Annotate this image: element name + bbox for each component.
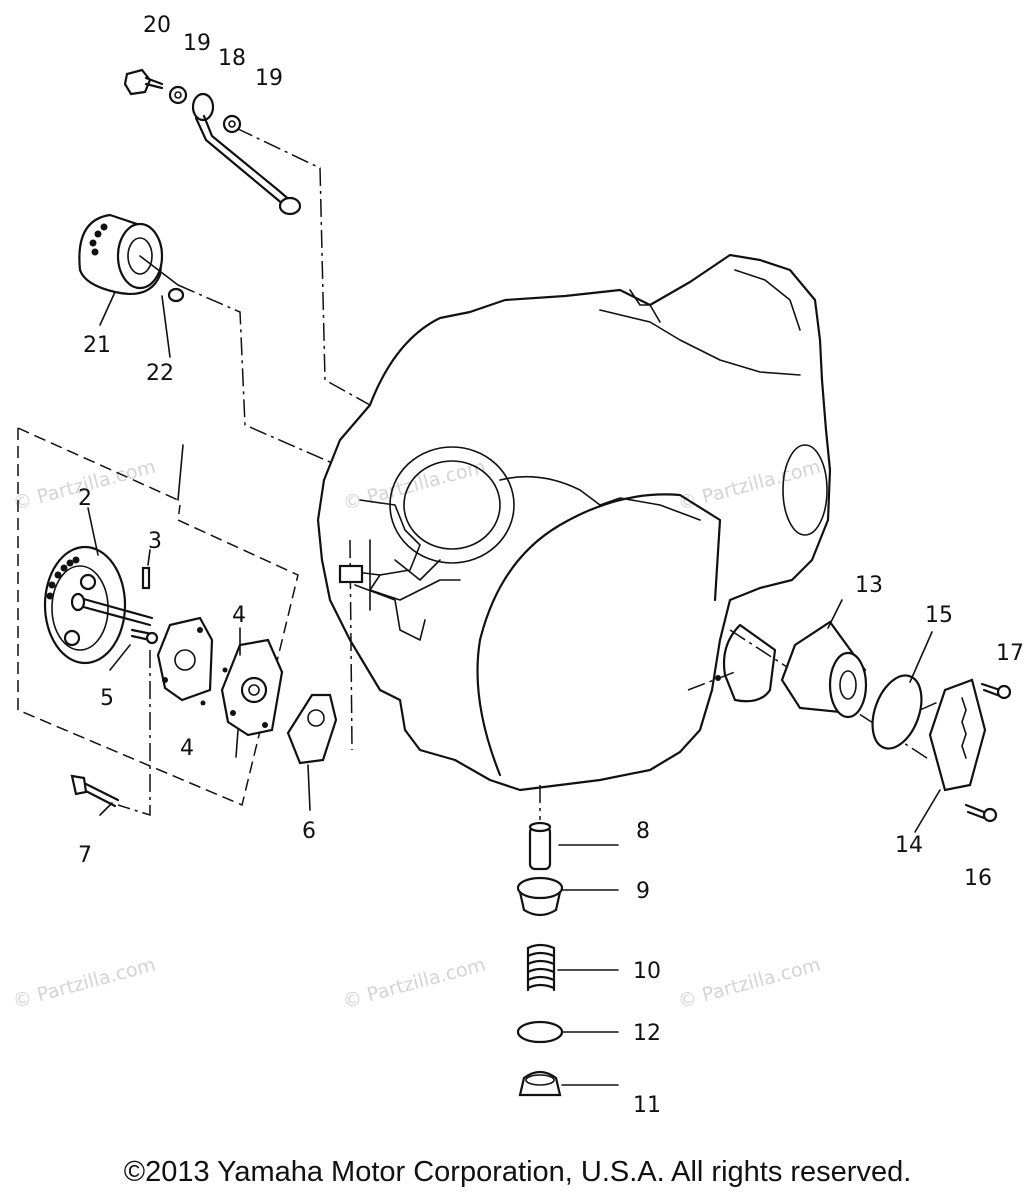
callout-labels: 20 19 18 19 21 22 2 3 5 4 4 7 6 8 9 10 1… xyxy=(78,13,1024,1118)
callout-13: 13 xyxy=(855,573,883,598)
watermark-2: © Partzilla.com xyxy=(341,456,488,515)
relief-spring xyxy=(526,943,556,992)
pump-pin xyxy=(141,566,151,590)
callout-10: 10 xyxy=(633,959,661,984)
callout-12: 12 xyxy=(633,1021,661,1046)
o-ring-small xyxy=(516,1020,564,1044)
callout-4-lower: 4 xyxy=(180,736,194,761)
callout-2: 2 xyxy=(78,486,92,511)
callout-20: 20 xyxy=(143,13,171,38)
oil-delivery-pipe xyxy=(191,92,302,216)
filter-o-ring xyxy=(871,674,923,750)
strainer-cap xyxy=(518,1070,562,1097)
watermark-6: © Partzilla.com xyxy=(676,954,823,1013)
callout-21: 21 xyxy=(83,333,111,358)
oil-pump-assembly xyxy=(156,616,284,737)
callout-15: 15 xyxy=(925,603,953,628)
dowel-pin xyxy=(167,287,185,303)
drain-plug xyxy=(516,876,564,917)
filter-bolt-upper xyxy=(980,682,1012,700)
primary-gear xyxy=(78,213,179,296)
oil-filter xyxy=(715,620,868,719)
callout-11: 11 xyxy=(633,1093,661,1118)
callout-14: 14 xyxy=(895,833,923,858)
callout-4-upper: 4 xyxy=(232,603,246,628)
watermarks: © Partzilla.com © Partzilla.com © Partzi… xyxy=(11,456,823,1013)
pump-drive-gear xyxy=(43,545,154,665)
union-bolt xyxy=(123,68,164,96)
washer-lower xyxy=(222,114,242,134)
washer-upper xyxy=(168,85,188,105)
callout-6: 6 xyxy=(302,819,316,844)
pump-screw xyxy=(130,628,159,645)
callout-16: 16 xyxy=(964,866,992,891)
watermark-4: © Partzilla.com xyxy=(11,954,158,1013)
callout-9: 9 xyxy=(636,879,650,904)
callout-18: 18 xyxy=(218,46,246,71)
filter-bolt-lower xyxy=(964,803,998,823)
pump-gasket xyxy=(286,693,338,765)
callout-3: 3 xyxy=(148,529,162,554)
oil-strainer xyxy=(528,821,552,871)
filter-cover xyxy=(928,678,987,792)
pump-group-outline xyxy=(17,428,299,807)
pump-bolt xyxy=(70,774,120,808)
callout-19-upper: 19 xyxy=(183,31,211,56)
callout-17: 17 xyxy=(996,641,1024,666)
callout-22: 22 xyxy=(146,361,174,386)
callout-7: 7 xyxy=(78,843,92,868)
callout-19-lower: 19 xyxy=(255,66,283,91)
callout-8: 8 xyxy=(636,819,650,844)
crankcase-cover xyxy=(316,253,832,792)
copyright-notice: ©2013 Yamaha Motor Corporation, U.S.A. A… xyxy=(123,1156,912,1188)
callout-5: 5 xyxy=(100,686,114,711)
watermark-5: © Partzilla.com xyxy=(341,954,488,1013)
